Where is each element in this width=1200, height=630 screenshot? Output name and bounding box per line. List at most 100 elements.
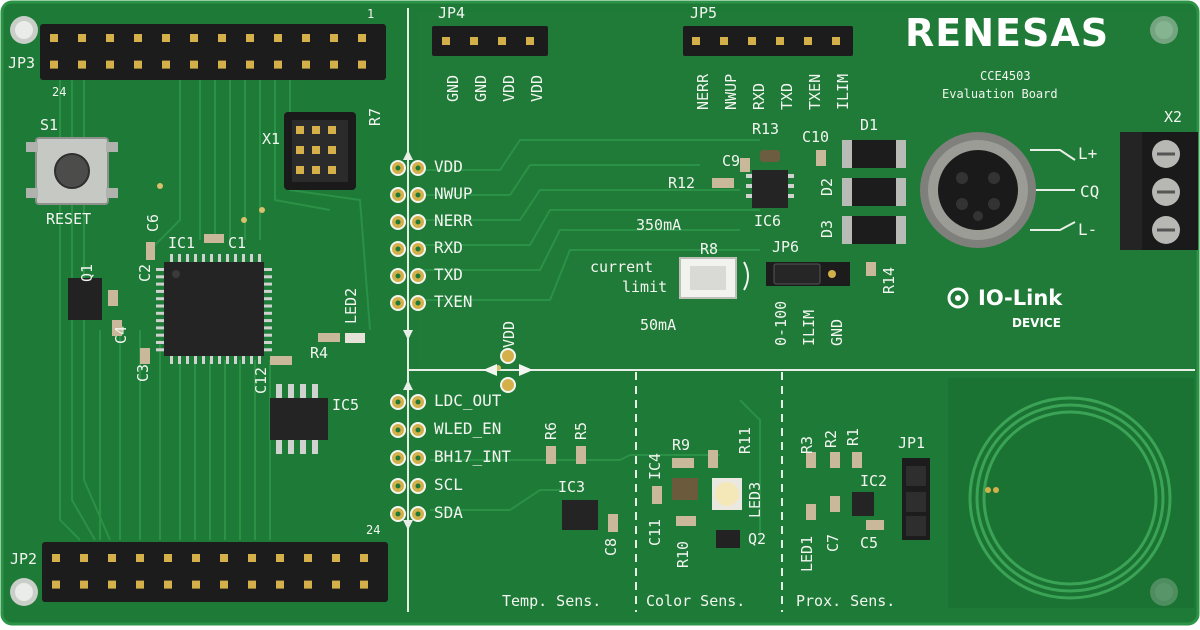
io-signal-label-rxd: RXD xyxy=(434,238,463,257)
jp2-pin xyxy=(52,580,60,589)
c10-label: C10 xyxy=(802,128,830,146)
current-high-label: 350mA xyxy=(636,216,682,234)
diodes-d1-d3 xyxy=(842,140,906,244)
ic1-lead xyxy=(178,356,181,364)
d2-label: D2 xyxy=(818,177,836,196)
jp1-header[interactable] xyxy=(902,458,930,540)
vdd-test-point[interactable] xyxy=(483,348,533,393)
board-model: CCE4503 xyxy=(980,69,1031,83)
ic1-lead xyxy=(234,254,237,262)
jp2-pin xyxy=(304,580,312,589)
jp3-pin1-label: 1 xyxy=(367,7,375,21)
c3-label: C3 xyxy=(134,363,152,382)
section-dividers xyxy=(407,8,1195,612)
ic1-lead xyxy=(186,254,189,262)
connector-pin-label: CQ xyxy=(1080,182,1100,201)
jp4-pin xyxy=(498,37,506,45)
jp3-pin xyxy=(274,34,282,42)
jp5-pin-label: RXD xyxy=(750,82,768,110)
jp2-pin xyxy=(360,554,368,562)
jp2-pin xyxy=(80,580,88,589)
jp2-pin xyxy=(108,554,116,562)
ic1-lead xyxy=(250,356,253,364)
sensor-signal-label-wled-en: WLED_EN xyxy=(434,419,502,438)
x2-terminal-block[interactable] xyxy=(1120,132,1198,250)
jp4-pin-label: GND xyxy=(444,74,462,102)
d3-label: D3 xyxy=(818,219,836,238)
jp4-pin-label: GND xyxy=(472,74,490,102)
c7-label: C7 xyxy=(824,533,842,552)
m12-connector[interactable] xyxy=(920,132,1036,248)
r8-potentiometer[interactable] xyxy=(679,257,749,299)
r7-label: R7 xyxy=(366,107,384,126)
jp2-pin xyxy=(108,580,116,589)
s1-label: S1 xyxy=(40,116,59,134)
board-subtitle: Evaluation Board xyxy=(942,87,1058,101)
sensor-signal-label-scl: SCL xyxy=(434,475,463,494)
vdd-tp-label: VDD xyxy=(500,320,518,348)
jp3-pin xyxy=(134,60,142,69)
renesas-logo: RENESAS xyxy=(905,11,1110,55)
jp2-pin xyxy=(276,554,284,562)
ic1-lead xyxy=(264,341,272,344)
jp2-pin xyxy=(248,580,256,589)
c6-label: C6 xyxy=(144,213,162,232)
io-signal-label-nerr: NERR xyxy=(434,211,473,230)
jp4-pin xyxy=(470,37,478,45)
ic1-lead xyxy=(156,326,164,330)
c12-label: C12 xyxy=(252,366,270,394)
c4-label: C4 xyxy=(112,325,130,344)
ic5-label: IC5 xyxy=(332,396,360,414)
jp5-header[interactable] xyxy=(683,26,853,56)
c5-label: C5 xyxy=(860,534,879,552)
jp6-jumper[interactable] xyxy=(766,262,850,286)
jp1-label: JP1 xyxy=(898,434,926,452)
led2 xyxy=(345,333,365,343)
ic1-lead xyxy=(156,304,164,308)
jp5-pin-label: ILIM xyxy=(834,73,852,110)
ic1-label: IC1 xyxy=(168,234,196,252)
jp3-pin xyxy=(190,34,198,42)
jp6-label: JP6 xyxy=(772,238,800,256)
jp4-pin-label: VDD xyxy=(528,74,546,102)
passives-left xyxy=(108,234,340,365)
ic1-lead xyxy=(264,311,272,315)
r13-label: R13 xyxy=(752,120,780,138)
jp2-pin xyxy=(164,554,172,562)
jp3-header[interactable] xyxy=(40,24,386,80)
current-label-line1: current xyxy=(590,258,654,276)
jp3-pin xyxy=(106,60,114,69)
ic1-lead xyxy=(226,254,229,262)
x1-connector[interactable] xyxy=(284,112,356,190)
jp5-pin-label: TXEN xyxy=(806,73,824,110)
ic1-lead xyxy=(258,254,261,262)
jp2-pin xyxy=(220,554,228,562)
jp3-pin xyxy=(106,34,114,42)
jp3-pin xyxy=(274,60,282,69)
ic1-lead xyxy=(156,319,164,323)
ic1-lead xyxy=(194,356,197,364)
x2-label: X2 xyxy=(1164,108,1183,126)
jp3-pin xyxy=(162,34,170,42)
r11-label: R11 xyxy=(736,426,754,454)
jp3-pin xyxy=(246,34,254,42)
r6-label: R6 xyxy=(542,421,560,440)
current-label-line2: limit xyxy=(622,278,668,296)
jp4-header[interactable] xyxy=(432,26,548,56)
reset-button[interactable] xyxy=(26,137,124,208)
ic1-lead xyxy=(202,356,205,364)
jp3-pin xyxy=(162,60,170,69)
jp2-pin xyxy=(136,554,144,562)
sensor-test-points[interactable] xyxy=(390,394,426,522)
reset-label: RESET xyxy=(46,210,92,228)
c2-label: C2 xyxy=(136,263,154,282)
ic4-label: IC4 xyxy=(646,452,664,480)
ic2-proximity-sensor xyxy=(852,492,874,516)
current-low-label: 50mA xyxy=(640,316,677,334)
jp3-pin xyxy=(190,60,198,69)
jp5-pin xyxy=(804,37,812,45)
io-link-test-points[interactable] xyxy=(390,160,426,311)
jp3-pin xyxy=(330,34,338,42)
q2-label: Q2 xyxy=(748,530,767,548)
jp2-header[interactable] xyxy=(42,542,388,602)
